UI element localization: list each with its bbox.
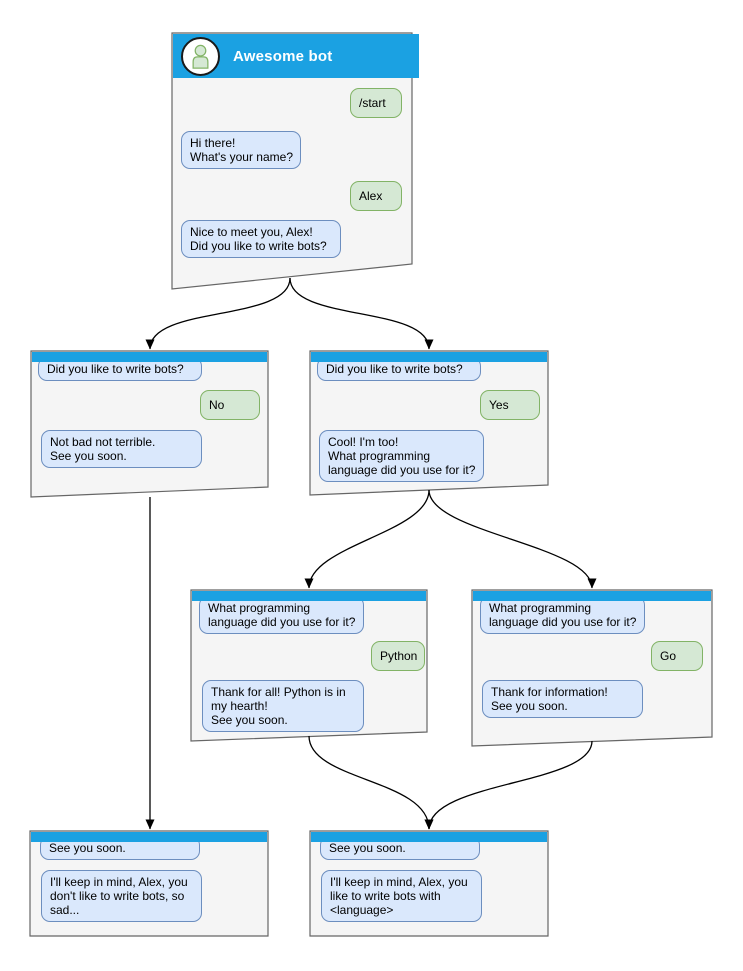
chat-bubble-outgoing: Go (651, 641, 703, 671)
chat-bubble-incoming: What programming language did you use fo… (480, 596, 645, 634)
chat-window-header (32, 352, 267, 362)
chat-bubble-incoming: Not bad not terrible. See you soon. (41, 430, 202, 468)
edge-lang-go-to-end-yes (424, 740, 593, 830)
person-icon (192, 44, 209, 69)
chat-bubble-incoming: Cool! I'm too! What programming language… (319, 430, 484, 482)
chat-window-header (31, 832, 267, 842)
chat-window-titlebar: Awesome bot (173, 34, 419, 78)
chat-bubble-incoming: Nice to meet you, Alex! Did you like to … (181, 220, 341, 258)
edge-branch-yes-to-lang-go (428, 489, 597, 589)
chat-window-lang-go: What programming language did you use fo… (472, 590, 712, 746)
edge-start-to-branch-yes (289, 277, 434, 350)
chat-bubble-outgoing: Python (371, 641, 425, 671)
chat-bubble-incoming: What programming language did you use fo… (199, 596, 364, 634)
chat-bubble-incoming: Thank for all! Python is in my hearth! S… (202, 680, 364, 732)
chat-bubble-incoming: I'll keep in mind, Alex, you like to wri… (321, 870, 482, 922)
chat-window-header (311, 352, 547, 362)
chat-window-branch-yes: Did you like to write bots? Yes Cool! I'… (310, 351, 548, 495)
chat-window-lang-python: What programming language did you use fo… (191, 590, 427, 741)
chat-bubble-incoming: Thank for information! See you soon. (482, 680, 643, 718)
bot-title: Awesome bot (233, 47, 333, 65)
edge-lang-python-to-end-yes (308, 735, 434, 830)
chat-bubble-outgoing: No (200, 390, 260, 420)
chat-window-end-no: See you soon. I'll keep in mind, Alex, y… (30, 831, 268, 936)
chat-window-header (473, 591, 711, 601)
chat-bubble-outgoing: Yes (480, 390, 540, 420)
chat-window-header (192, 591, 426, 601)
chat-window-start: Awesome bot /start Hi there! What's your… (172, 33, 419, 289)
chat-bubble-incoming: I'll keep in mind, Alex, you don't like … (41, 870, 202, 922)
bot-avatar (181, 36, 220, 76)
chat-bubble-outgoing: Alex (350, 181, 402, 211)
chat-window-header (311, 832, 547, 842)
chat-window-end-yes: See you soon. I'll keep in mind, Alex, y… (310, 831, 548, 936)
chat-bubble-incoming: Hi there! What's your name? (181, 131, 301, 169)
edge-start-to-branch-no (145, 277, 291, 350)
edge-branch-yes-to-lang-python (304, 489, 430, 589)
chat-bubble-outgoing: /start (350, 88, 402, 118)
chat-window-branch-no: Did you like to write bots? No Not bad n… (31, 351, 268, 497)
